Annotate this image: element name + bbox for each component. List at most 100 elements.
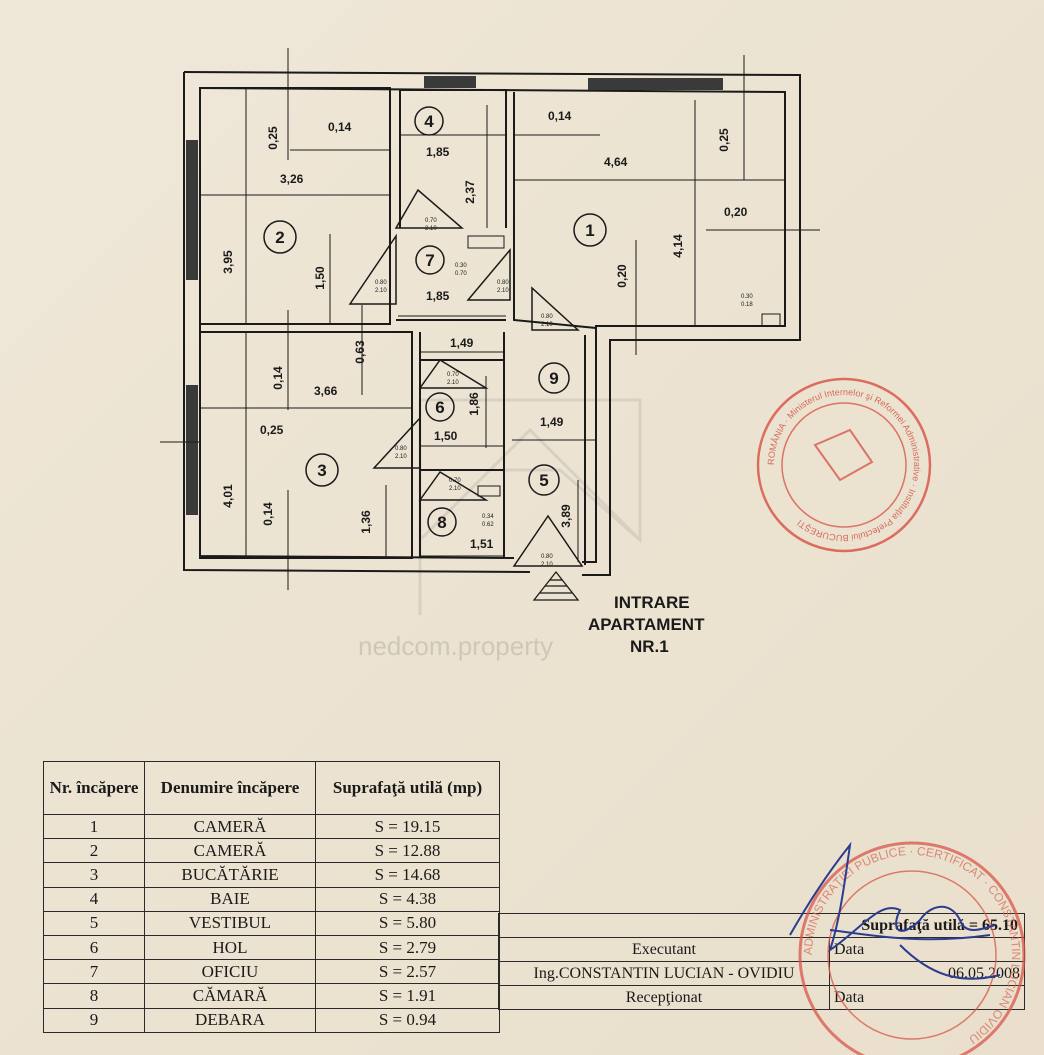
dimension-labels: 0,25 0,14 3,26 3,95 1,50 1,85 2,37 0,14 …	[221, 109, 748, 551]
door-label: 0.80	[375, 280, 387, 286]
dim-label: 4,14	[671, 234, 685, 258]
door-label: 0.30	[741, 294, 753, 300]
cell-area: S = 5.80	[315, 910, 500, 936]
entrance-label-line3: NR.1	[630, 637, 669, 656]
room-3-marker: 3	[317, 461, 326, 480]
door-label: 0.30	[455, 263, 467, 269]
door-label: 0.34	[482, 514, 494, 520]
official-stamp-top: ROMÂNIA · Ministerul Internelor şi Refor…	[756, 377, 932, 553]
watermark-text: nedcom.property	[358, 631, 553, 661]
dim-label: 4,01	[221, 484, 235, 508]
cert-row: Executant Data	[498, 937, 1025, 962]
dim-label: 0,25	[260, 423, 284, 437]
cell-name: DEBARA	[144, 1007, 316, 1033]
cell-nr: 4	[43, 886, 145, 912]
door-label: 0.70	[447, 372, 459, 378]
dim-label: 4,64	[604, 155, 628, 169]
cell-area: S = 4.38	[315, 886, 500, 912]
cell-nr: 3	[43, 862, 145, 888]
ventilation-ducts	[467, 235, 781, 497]
cell-area: S = 2.79	[315, 934, 500, 961]
door-label: 2.10	[395, 454, 407, 460]
door-label: 2.10	[541, 562, 553, 568]
door-label: 2.10	[375, 288, 387, 294]
dim-label: 0,14	[328, 120, 352, 134]
door-label: 0.80	[541, 554, 553, 560]
cell-name: CAMERĂ	[144, 838, 316, 864]
dim-label: 1,50	[434, 429, 458, 443]
door-label: 0.80	[395, 446, 407, 452]
door-label: 0.70	[425, 218, 437, 224]
header-room-number: Nr. încăpere	[43, 761, 145, 815]
walls	[183, 71, 801, 576]
data-label: Data	[829, 937, 1025, 962]
room-8-marker: 8	[437, 513, 446, 532]
header-room-name: Denumire încăpere	[144, 761, 316, 815]
executant-label: Executant	[498, 937, 830, 962]
cell-name: BUCĂTĂRIE	[144, 862, 316, 888]
cell-nr: 1	[43, 813, 145, 840]
cell-area: S = 12.88	[315, 838, 500, 864]
executant-name: Ing.CONSTANTIN LUCIAN - OVIDIU	[498, 961, 830, 986]
door-openings	[348, 188, 584, 567]
door-label: 0.80	[497, 280, 509, 286]
door-label: 0.70	[449, 478, 461, 484]
dim-label: 0,14	[261, 502, 275, 526]
dim-label: 0,20	[615, 264, 629, 288]
room-9-marker: 9	[549, 369, 558, 388]
cell-name: BAIE	[144, 886, 316, 912]
room-1-marker: 1	[585, 221, 594, 240]
dim-label: 1,50	[313, 266, 327, 290]
dim-label: 1,85	[426, 145, 450, 159]
dim-label: 3,26	[280, 172, 304, 186]
cell-nr: 8	[43, 983, 145, 1009]
door-label: 2.10	[497, 288, 509, 294]
total-area: Suprafaţă utilă = 65.10	[498, 913, 1025, 938]
room-4-marker: 4	[424, 112, 434, 131]
dim-label: 1,51	[470, 537, 494, 551]
cell-nr: 6	[43, 934, 145, 961]
cell-nr: 2	[43, 838, 145, 864]
dim-label: 0,20	[724, 205, 748, 219]
entrance-arrow-icon	[532, 570, 580, 601]
rooms-table: Nr. încăpere Denumire încăpere Suprafaţă…	[43, 761, 500, 1033]
door-label: 0.80	[541, 314, 553, 320]
dim-label: 0,14	[548, 109, 572, 123]
cell-name: VESTIBUL	[144, 910, 316, 936]
door-label: 2.10	[447, 380, 459, 386]
cell-nr: 7	[43, 959, 145, 985]
cell-area: S = 0.94	[315, 1007, 500, 1033]
dim-label: 0,25	[717, 128, 731, 152]
data-label: Data	[829, 985, 1025, 1010]
certificate-date: 06.05.2008	[829, 961, 1025, 986]
dim-label: 1,49	[540, 415, 564, 429]
cell-area: S = 1.91	[315, 983, 500, 1009]
header-area: Suprafaţă utilă (mp)	[315, 761, 500, 815]
entrance-label-line2: APARTAMENT	[588, 615, 705, 634]
door-label: 0.62	[482, 522, 494, 528]
room-6-marker: 6	[435, 398, 444, 417]
cell-area: S = 2.57	[315, 959, 500, 985]
cell-area: S = 19.15	[315, 813, 500, 840]
room-2-marker: 2	[275, 228, 284, 247]
cell-name: OFICIU	[144, 959, 316, 985]
room-marker-labels: 1 2 3 4 5 6 7 8 9	[275, 112, 594, 532]
room-7-marker: 7	[425, 251, 434, 270]
door-label: 0.70	[455, 271, 467, 277]
cert-row: Suprafaţă utilă = 65.10	[498, 913, 1025, 938]
entrance-label-line1: INTRARE	[614, 593, 690, 612]
door-label: 0.18	[741, 302, 753, 308]
room-5-marker: 5	[539, 471, 548, 490]
cell-nr: 9	[43, 1007, 145, 1033]
dim-label: 1,49	[450, 336, 474, 350]
dim-label: 0,14	[271, 366, 285, 390]
